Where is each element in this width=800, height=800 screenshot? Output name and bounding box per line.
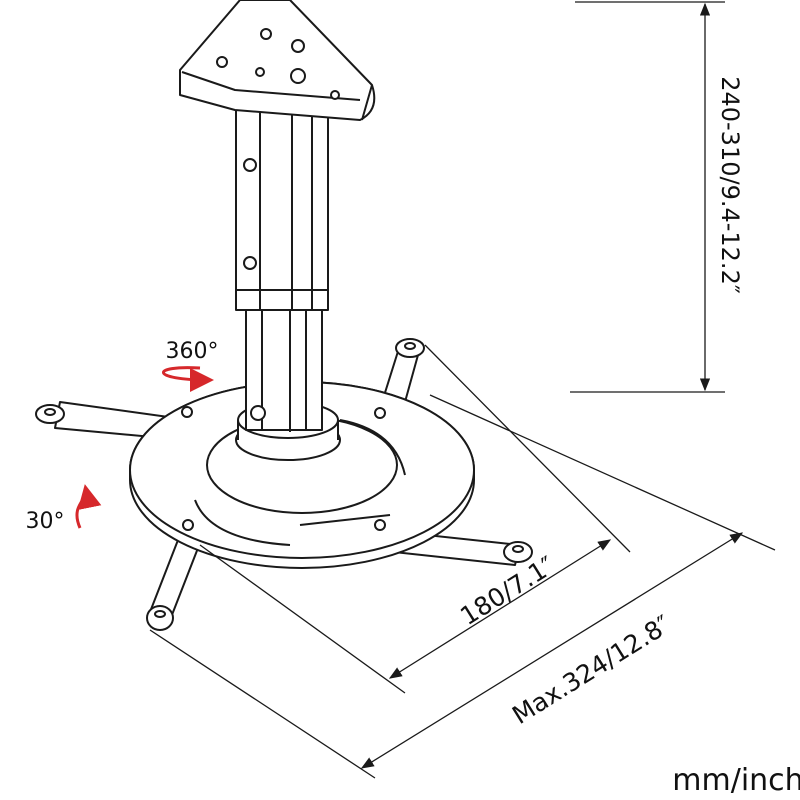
upper-tube [235, 109, 329, 311]
tilt-arrow-icon [75, 484, 102, 529]
tilt-label: 30° [26, 509, 65, 534]
arm-front-left [146, 539, 199, 631]
lower-tube [235, 304, 341, 461]
units-label: mm/inch [672, 763, 800, 798]
max-span-dimension-label: Max.324/12.8″ [507, 610, 676, 730]
ceiling-bracket [179, 0, 376, 121]
rotation-arrow-icon [162, 366, 214, 392]
mount-drawing [35, 0, 533, 631]
height-dimension-label: 240-310/9.4-12.2″ [716, 76, 744, 294]
rotation-label: 360° [166, 339, 219, 364]
dimension-lines [149, 1, 776, 779]
